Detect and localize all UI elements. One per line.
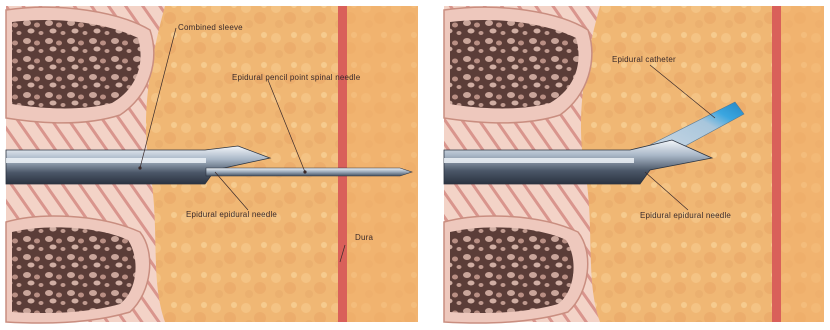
csf-space-left xyxy=(347,6,418,322)
label-epidural-needle-left: Epidural epidural needle xyxy=(186,210,277,219)
label-epidural-catheter: Epidural catheter xyxy=(612,55,676,64)
left-panel: Combined sleeve Epidural pencil point sp… xyxy=(6,6,418,323)
label-combined-sleeve: Combined sleeve xyxy=(178,23,243,32)
bone-marrow-top-right xyxy=(450,20,579,108)
right-panel: Epidural catheter Epidural epidural need… xyxy=(444,6,824,323)
dura-membrane-left xyxy=(338,6,347,322)
bone-marrow-bottom-left xyxy=(12,227,136,313)
panel-divider xyxy=(418,0,444,330)
dura-membrane-right xyxy=(772,6,781,322)
bone-marrow-bottom-right xyxy=(450,227,574,313)
leader-dot-combined-sleeve xyxy=(138,166,141,169)
label-dura: Dura xyxy=(355,233,373,242)
needle-highlight-right xyxy=(444,158,634,163)
spinal-needle xyxy=(206,168,412,176)
needle-highlight-left xyxy=(6,158,206,163)
label-epidural-needle-right: Epidural epidural needle xyxy=(640,211,731,220)
csf-space-right xyxy=(781,6,824,322)
label-spinal-needle: Epidural pencil point spinal needle xyxy=(232,73,361,82)
bone-marrow-top-left xyxy=(12,20,141,108)
leader-dot-spinal-needle xyxy=(303,170,306,173)
